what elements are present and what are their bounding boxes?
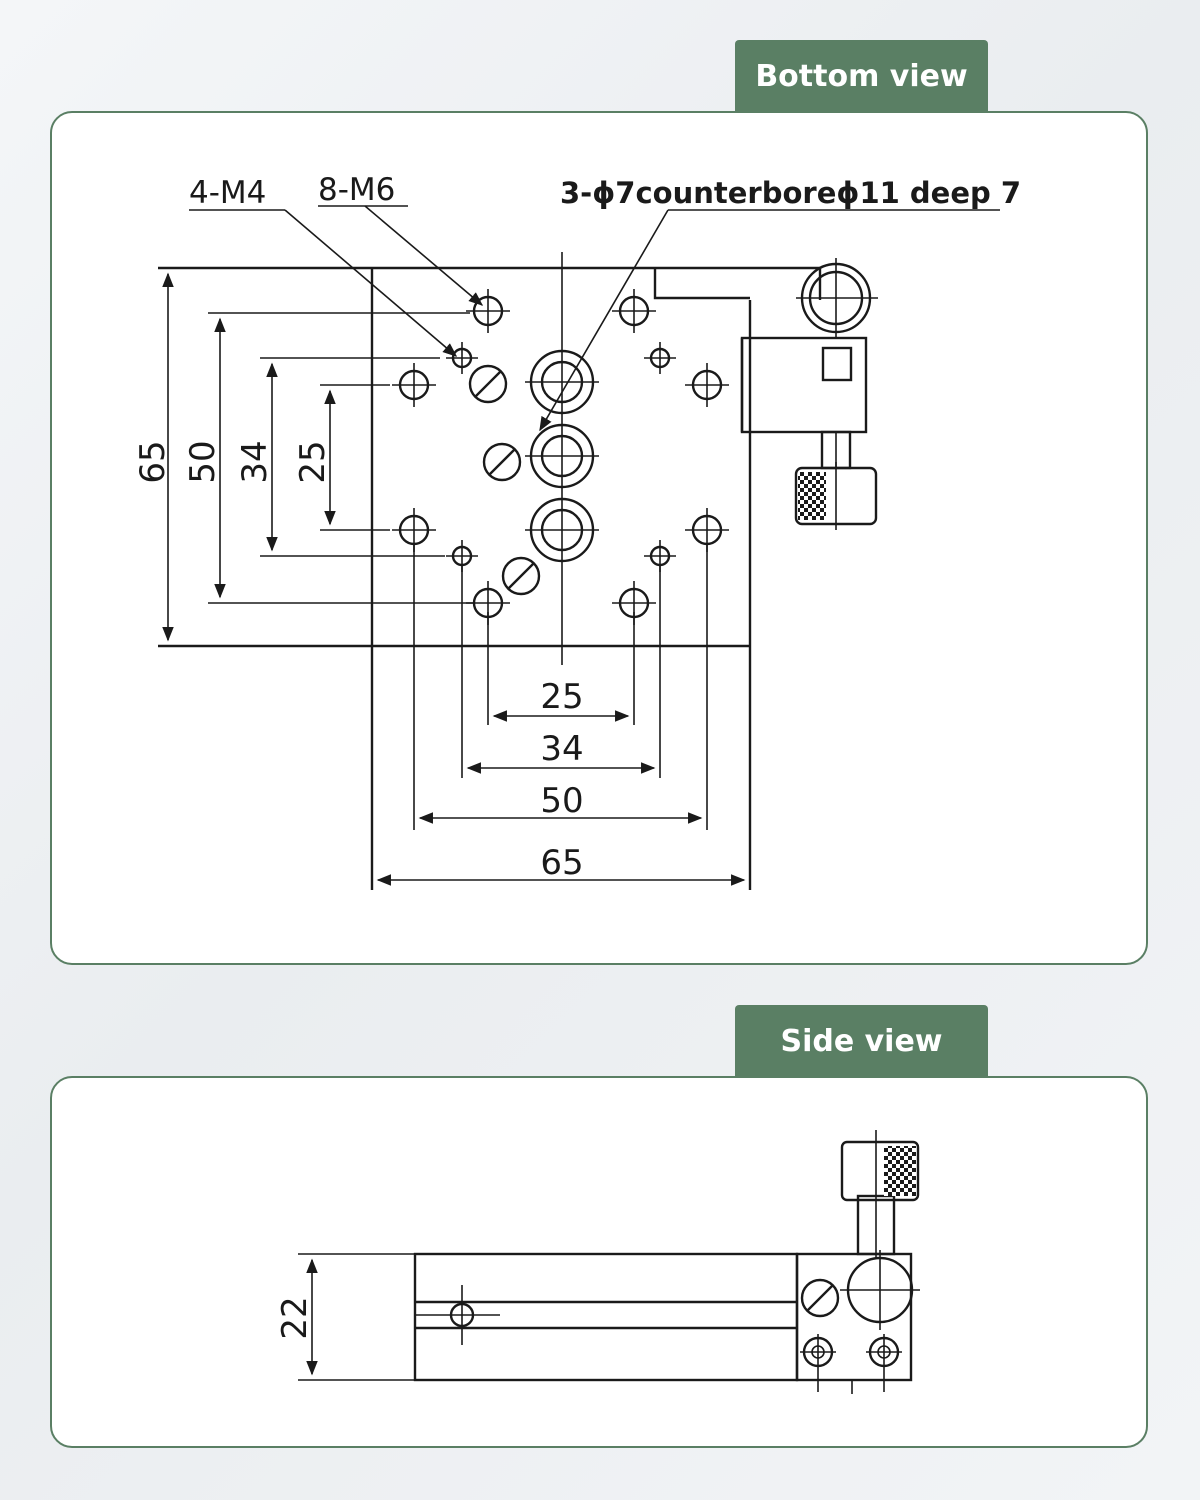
side-view-panel [50,1076,1148,1448]
slotted-screws [468,364,541,596]
dim-h-65: 65 [540,843,583,883]
counterbore-hole [525,423,599,489]
side-view-drawing: 22 [275,1130,920,1394]
side-micrometer-adjuster [800,1130,920,1394]
m4-hole [446,342,478,374]
m6-hole [612,581,656,625]
m6-hole [392,363,436,407]
slotted-screw [501,556,541,596]
m6-hole [466,581,510,625]
m6-hole [466,289,510,333]
m4-holes [446,342,676,572]
slotted-screw [468,364,508,404]
bottom-view-drawing: 65 50 34 25 25 34 50 65 [133,172,1021,890]
dim-v-65: 65 [133,440,173,483]
dim-v-50: 50 [183,440,223,483]
dim-v-25: 25 [293,440,333,483]
horizontal-dimensions: 25 34 50 65 [376,545,746,886]
dim-h-25: 25 [540,677,583,717]
m4-hole [644,540,676,572]
m6-hole [685,363,729,407]
side-height-dimension: 22 [275,1253,415,1381]
m6-hole [612,289,656,333]
micrometer-adjuster [740,258,878,530]
bottom-view-title: Bottom view [755,58,968,94]
m4-hole [644,342,676,374]
m6-hole [392,508,436,552]
callout-8-m6: 8-M6 [318,172,395,208]
dim-h-34: 34 [540,729,583,769]
dim-v-34: 34 [235,440,275,483]
counterbore-holes [525,349,599,563]
side-view-title: Side view [780,1023,943,1059]
m6-holes [392,289,729,625]
m4-hole [446,540,478,572]
callouts: 4-M4 8-M6 3-ϕ7counterboreϕ11 deep 7 [189,172,1021,432]
m6-hole [685,508,729,552]
side-view-tab: Side view [735,1005,988,1077]
dim-h-50: 50 [540,781,583,821]
counterbore-hole [525,497,599,563]
vertical-dimensions: 65 50 34 25 [133,272,475,642]
stage-plate-outline [158,252,820,890]
callout-4-m4: 4-M4 [189,175,266,211]
counterbore-hole [525,349,599,415]
callout-counterbore: 3-ϕ7counterboreϕ11 deep 7 [560,176,1021,210]
slotted-screw [482,442,522,482]
side-stage-body [413,1252,913,1382]
bottom-view-tab: Bottom view [735,40,988,112]
dim-side-22: 22 [275,1296,315,1339]
